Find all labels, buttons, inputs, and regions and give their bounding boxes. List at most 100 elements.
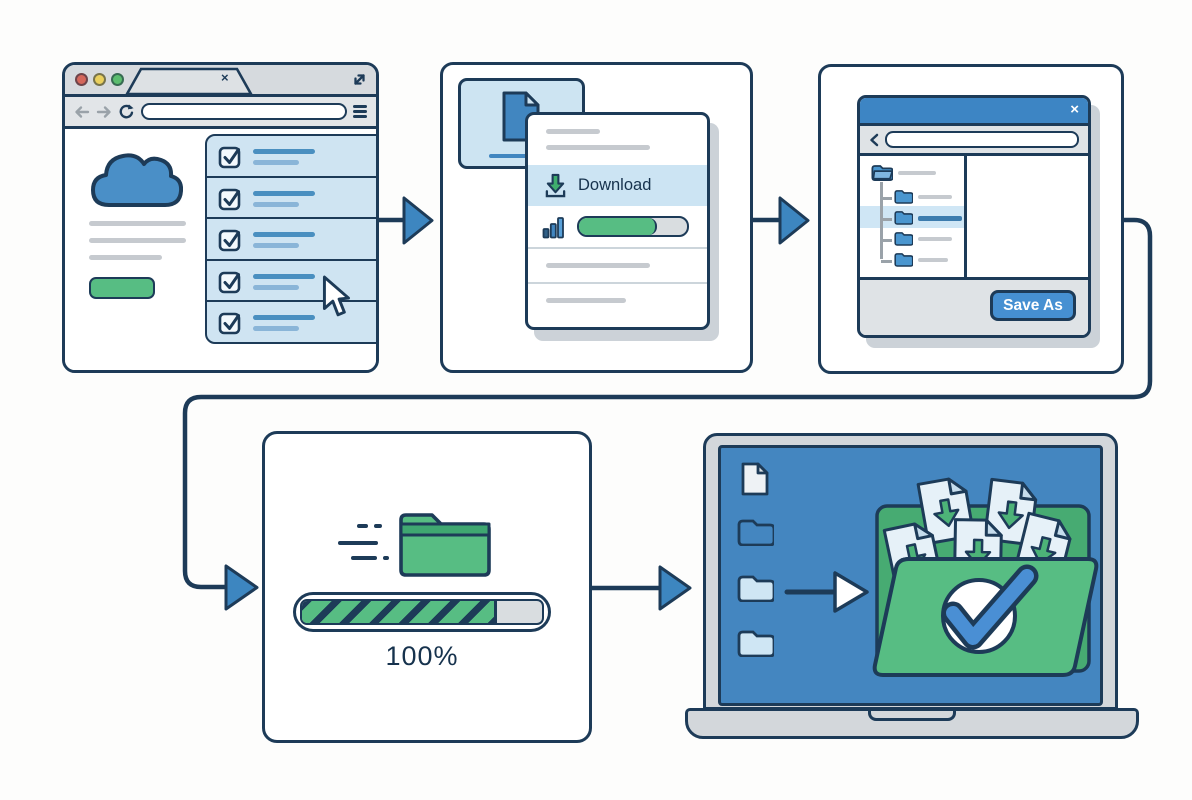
- laptop-base: [685, 708, 1139, 739]
- text-placeholder-line: [89, 221, 186, 226]
- tree-tick: [881, 260, 892, 263]
- transfer-arrow-icon: [784, 571, 869, 613]
- checklist-row[interactable]: [205, 258, 376, 303]
- item-title-line: [253, 232, 315, 237]
- arrow-step2-to-step3: [747, 196, 810, 245]
- menu-placeholder-line: [546, 129, 600, 134]
- download-icon: [545, 173, 566, 198]
- connector-step3-to-step4: [182, 217, 1153, 611]
- folder-tree-pane: [860, 156, 967, 277]
- tree-trunk-line: [880, 182, 883, 259]
- folder-icon[interactable]: [737, 629, 774, 657]
- bar-chart-icon: [542, 216, 564, 238]
- download-complete-panel: 100%: [262, 431, 592, 743]
- item-subtitle-line: [253, 243, 299, 248]
- selected-folder-label-line: [918, 216, 962, 221]
- tree-tick: [881, 197, 892, 200]
- folder-label-line: [898, 171, 936, 175]
- checkbox-checked-icon[interactable]: [218, 187, 243, 212]
- path-input[interactable]: [885, 131, 1079, 148]
- item-subtitle-line: [253, 160, 299, 165]
- tree-tick: [881, 239, 892, 242]
- menu-divider: [528, 282, 707, 284]
- arrow-step4-to-step5: [587, 565, 692, 611]
- speed-line: [374, 524, 382, 528]
- tab-close-icon[interactable]: ×: [221, 70, 229, 85]
- back-chevron-icon[interactable]: [869, 133, 879, 147]
- item-title-line: [253, 315, 315, 320]
- save-as-button[interactable]: Save As: [990, 290, 1076, 321]
- menu-item-download[interactable]: Download: [528, 165, 707, 206]
- item-subtitle-line: [253, 201, 299, 207]
- checklist-row[interactable]: [205, 134, 376, 178]
- save-dialog-panel: ×: [818, 64, 1124, 374]
- laptop-screen: [718, 445, 1103, 706]
- back-icon[interactable]: [74, 105, 90, 119]
- folder-label-line: [918, 258, 948, 262]
- dialog-toolbar: [860, 126, 1088, 156]
- speed-line: [383, 556, 389, 560]
- folder-icon-selected[interactable]: [894, 210, 913, 225]
- item-title-line: [253, 190, 315, 196]
- progress-track: [300, 599, 544, 625]
- save-as-dialog: ×: [857, 95, 1091, 338]
- item-title-line: [253, 273, 315, 279]
- checklist-row[interactable]: [205, 217, 376, 261]
- file-icon[interactable]: [741, 462, 769, 496]
- folder-label-line: [918, 195, 952, 199]
- green-folder-icon: [399, 513, 491, 577]
- laptop: [703, 433, 1118, 710]
- download-checklist: [205, 134, 376, 344]
- item-subtitle-line: [253, 326, 299, 331]
- traffic-light-minimize-icon[interactable]: [93, 73, 106, 86]
- folder-icon[interactable]: [894, 189, 913, 204]
- item-title-line: [253, 149, 315, 154]
- dialog-titlebar: ×: [860, 98, 1088, 126]
- action-button[interactable]: [89, 277, 155, 299]
- progress-percent-label: 100%: [385, 641, 459, 671]
- speed-line: [357, 524, 368, 528]
- caption-line: [489, 153, 529, 158]
- address-bar-input[interactable]: [141, 103, 347, 120]
- speed-line: [338, 541, 378, 545]
- browser-titlebar: ×: [65, 65, 376, 97]
- folder-icon[interactable]: [737, 574, 774, 602]
- checkbox-checked-icon[interactable]: [218, 145, 243, 170]
- folder-label-line: [918, 237, 952, 241]
- folder-icon[interactable]: [737, 518, 774, 546]
- close-icon[interactable]: ×: [1070, 101, 1079, 118]
- mini-progress-fill: [579, 218, 657, 235]
- menu-icon[interactable]: [353, 105, 367, 118]
- context-menu: Download: [525, 112, 710, 330]
- refresh-icon[interactable]: [118, 103, 135, 120]
- expand-icon[interactable]: [351, 71, 368, 88]
- download-label: Download: [578, 176, 652, 194]
- folder-open-icon[interactable]: [871, 164, 893, 181]
- browser-tab[interactable]: [125, 67, 253, 94]
- browser-window: ×: [62, 62, 379, 373]
- forward-icon[interactable]: [96, 105, 112, 119]
- checkbox-checked-icon[interactable]: [218, 228, 243, 253]
- laptop-notch: [868, 711, 956, 721]
- checkbox-checked-icon[interactable]: [218, 311, 243, 336]
- traffic-light-close-icon[interactable]: [75, 73, 88, 86]
- menu-placeholder-line: [546, 145, 650, 150]
- checkmark-icon: [946, 569, 1034, 645]
- menu-placeholder-line: [546, 298, 626, 303]
- download-progress-row: [528, 206, 707, 247]
- checkbox-checked-icon[interactable]: [218, 270, 243, 295]
- folder-icon[interactable]: [894, 252, 913, 267]
- traffic-light-zoom-icon[interactable]: [111, 73, 124, 86]
- folder-icon[interactable]: [894, 231, 913, 246]
- checklist-row[interactable]: [205, 300, 376, 344]
- item-subtitle-line: [253, 284, 299, 290]
- tree-tick: [881, 218, 892, 221]
- folder-with-documents-checkmark: [872, 474, 1099, 677]
- progress-bar: [293, 592, 551, 632]
- menu-placeholder-line: [546, 263, 650, 268]
- text-placeholder-line: [89, 255, 162, 260]
- save-as-label: Save As: [1003, 296, 1063, 314]
- checklist-row[interactable]: [205, 175, 376, 220]
- mini-progress-bar: [577, 216, 689, 237]
